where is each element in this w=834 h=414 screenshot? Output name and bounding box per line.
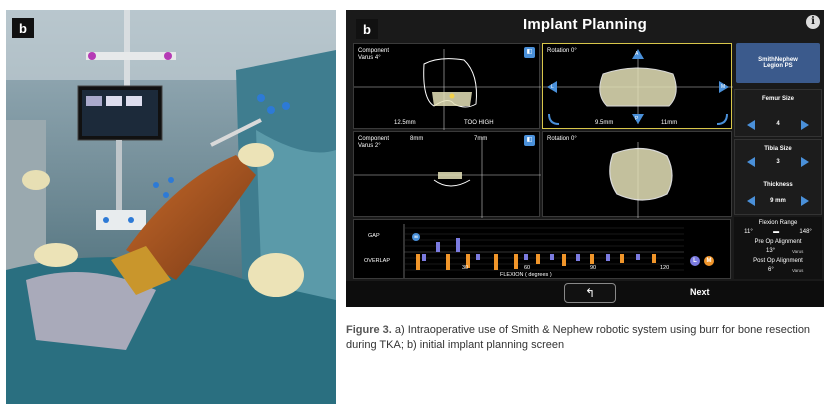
tibia-size-value: 3 — [776, 159, 780, 165]
view-label: Component Varus 4° — [358, 48, 390, 61]
gap-bars — [403, 224, 684, 278]
measurement-right: TOO HIGH — [464, 120, 494, 126]
postop-alignment-label: Post Op Alignment — [753, 258, 803, 264]
preop-alignment-value: 13° — [766, 248, 776, 254]
alignment-summary: Flexion Range 11° ▬ 148° Pre Op Alignmen… — [734, 217, 822, 279]
thickness-increase-icon[interactable] — [801, 196, 809, 206]
panel-b-badge: b — [356, 19, 378, 39]
gap-marker-icon: M — [412, 233, 420, 241]
femur-size-label: Femur Size — [761, 96, 794, 102]
view-label: Rotation 0° — [547, 136, 577, 142]
view-label: Component Varus 2° — [358, 136, 390, 149]
overlap-label: OVERLAP — [364, 258, 390, 264]
tibia-size-decrease-icon[interactable] — [747, 157, 755, 167]
camera-view-icon[interactable]: ◧ — [524, 135, 535, 146]
flexion-min: 11° — [744, 229, 753, 235]
tick-60: 60 — [524, 265, 531, 271]
femur-coronal-illustration — [354, 49, 541, 130]
flexion-axis-title: FLEXION ( degrees ) — [500, 272, 552, 278]
gap-overlap-chart: GAP OVERLAP — [353, 219, 731, 279]
tibia-size-label: Tibia Size — [764, 146, 792, 152]
lateral-marker[interactable]: L — [551, 84, 554, 90]
tibia-coronal-view[interactable]: Component Varus 2° 8mm 7mm ◧ — [353, 131, 541, 218]
operating-room-photo: b — [6, 10, 336, 404]
flexion-range-values: 11° ▬ 148° — [734, 229, 822, 235]
femur-coronal-view[interactable]: Component Varus 4° ◧ 12.5mm TOO HIGH — [353, 43, 541, 130]
measurement-right: 7mm — [474, 136, 488, 142]
postop-alignment-unit: Varus — [792, 268, 804, 273]
measurement-left: 8mm — [410, 136, 424, 142]
tick-30: 30 — [462, 265, 469, 271]
figure-caption: Figure 3. a) Intraoperative use of Smith… — [346, 323, 826, 353]
measurement-right: 11mm — [661, 120, 678, 126]
tibia-size-increase-icon[interactable] — [801, 157, 809, 167]
femur-axial-view[interactable]: Rotation 0° A P L M 9.5mm 11mm — [542, 43, 733, 129]
tick-120: 120 — [660, 265, 670, 271]
femur-size-value: 4 — [776, 121, 780, 127]
screen-title: Implant Planning — [522, 16, 648, 33]
preop-alignment-unit: Varus — [792, 249, 804, 254]
lateral-legend-button[interactable]: L — [690, 256, 700, 266]
medial-marker[interactable]: M — [721, 84, 726, 90]
back-button[interactable]: ↰ — [564, 283, 616, 303]
preop-alignment-label: Pre Op Alignment — [754, 239, 802, 245]
flexion-range-label: Flexion Range — [758, 220, 798, 226]
posterior-marker[interactable]: P — [635, 116, 639, 122]
caption-label: Figure 3. — [346, 324, 392, 336]
femur-size-increase-icon[interactable] — [801, 120, 809, 130]
tick-90: 90 — [590, 265, 597, 271]
gap-label: GAP — [368, 233, 380, 239]
medial-legend-button[interactable]: M — [704, 256, 714, 266]
measurement-left: 12.5mm — [394, 120, 416, 126]
next-button[interactable]: Next — [690, 287, 710, 297]
thickness-decrease-icon[interactable] — [747, 196, 755, 206]
tibia-coronal-illustration — [354, 137, 541, 218]
femur-size-control: Femur Size 4 — [734, 89, 822, 137]
thickness-label: Thickness — [763, 182, 793, 188]
anterior-marker[interactable]: A — [635, 51, 639, 57]
photo-illustration — [6, 10, 336, 404]
view-label: Rotation 0° — [547, 48, 577, 54]
tibia-axial-illustration — [609, 142, 673, 218]
tibia-axial-view[interactable]: Rotation 0° — [542, 131, 732, 218]
implant-planning-screen: b Implant Planning i Component Varus 4° … — [346, 10, 824, 307]
thickness-value: 9 mm — [770, 198, 786, 204]
camera-view-icon[interactable]: ◧ — [524, 47, 535, 58]
info-icon[interactable]: i — [806, 15, 820, 29]
caption-text: a) Intraoperative use of Smith & Nephew … — [346, 324, 811, 351]
tibia-size-control: Tibia Size 3 Thickness 9 mm — [734, 139, 822, 215]
femur-axial-illustration — [543, 49, 733, 125]
flexion-max: 148° — [799, 229, 812, 235]
panel-a-badge: b — [12, 18, 34, 38]
implant-selector-button[interactable]: SmithNephew Legion PS — [736, 43, 820, 83]
femur-size-decrease-icon[interactable] — [747, 120, 755, 130]
measurement-left: 9.5mm — [595, 120, 614, 126]
flexion-range-icon: ▬ — [773, 229, 780, 235]
postop-alignment-value: 6° — [768, 267, 774, 273]
